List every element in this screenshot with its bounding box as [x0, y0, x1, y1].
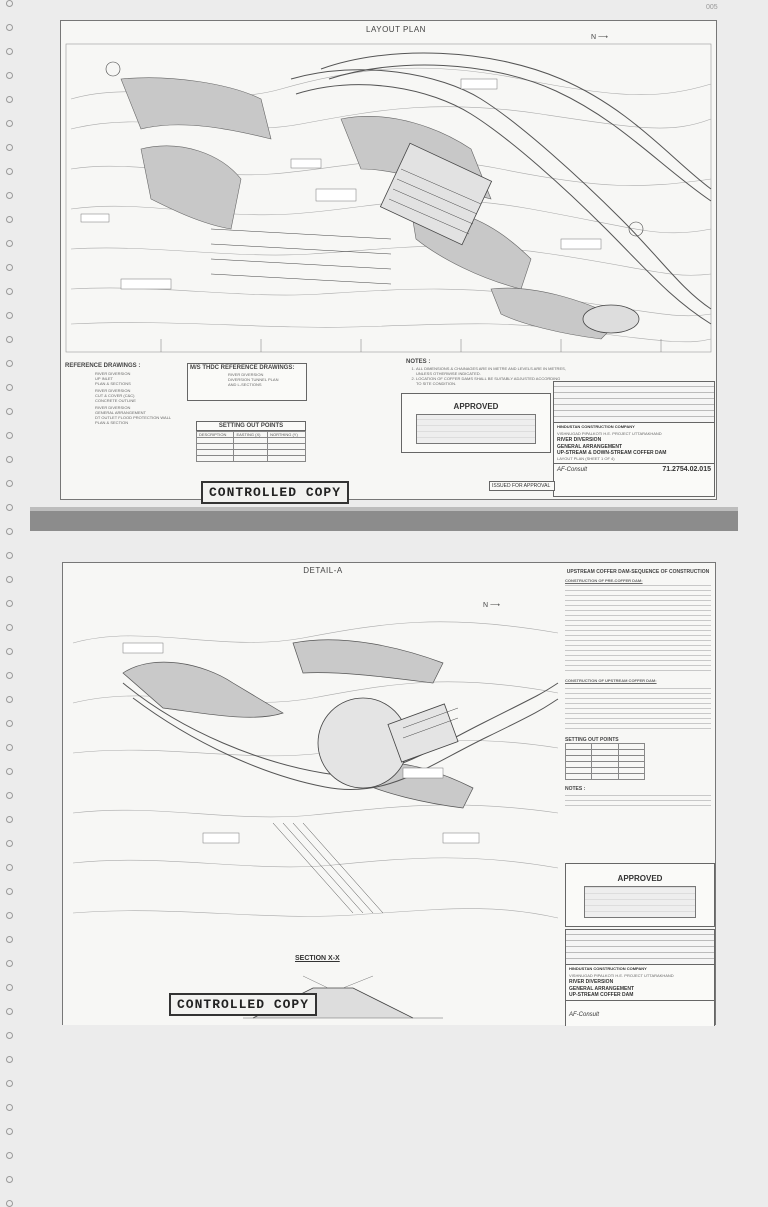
title-block-1: HINDUSTAN CONSTRUCTION COMPANY VISHNUGAD…	[553, 381, 715, 497]
layout-plan-drawing	[65, 43, 712, 353]
upstream-steps	[565, 685, 711, 733]
drawing-sheet-1: LAYOUT PLAN N ⟶	[60, 20, 717, 504]
consultant-1: AF-Consult	[557, 466, 588, 473]
setting-out-table-2	[564, 743, 646, 780]
sequence-of-construction: UPSTREAM COFFER DAM-SEQUENCE OF CONSTRUC…	[564, 569, 711, 810]
title-block-2: HINDUSTAN CONSTRUCTION COMPANY VISHNUGAD…	[565, 929, 715, 1026]
issued-label: ISSUED FOR APPROVAL	[489, 481, 555, 491]
thdc-reference-drawings: M/S THDC REFERENCE DRAWINGS: RIVER DIVER…	[187, 363, 307, 401]
revision-table-2	[566, 930, 714, 964]
fold-shadow	[30, 511, 738, 531]
reference-list: RIVER DIVERSION UP INLET PLAN & SECTIONS…	[95, 371, 172, 425]
reference-drawings: REFERENCE DRAWINGS : RIVER DIVERSION UP …	[65, 363, 183, 425]
signature-block-1	[416, 414, 536, 444]
approved-label-1: APPROVED	[453, 402, 499, 411]
notes-2	[565, 794, 711, 810]
fold-highlight	[30, 507, 738, 511]
approved-label-2: APPROVED	[617, 874, 663, 883]
binding-holes	[6, 0, 14, 1207]
north-arrow-2: N ⟶	[483, 602, 501, 609]
consultant-2: AF-Consult	[569, 1012, 600, 1018]
sheet2-title: DETAIL-A	[303, 566, 343, 575]
approval-block-2: APPROVED	[565, 863, 715, 927]
notes-1: NOTES : ALL DIMENSIONS & CHAINAGES ARE I…	[406, 359, 566, 386]
drawing-sheet-2: DETAIL-A N ⟶	[62, 562, 716, 1026]
section-xx-title: SECTION X-X	[295, 955, 340, 962]
controlled-copy-stamp-2: CONTROLLED COPY	[169, 993, 318, 1016]
pre-coffer-steps	[565, 585, 711, 675]
drawing-number-1: 71.2754.02.015	[662, 466, 711, 473]
controlled-copy-stamp-1: CONTROLLED COPY	[201, 481, 350, 504]
approval-block-1: APPROVED	[401, 393, 551, 453]
detail-a-drawing	[72, 621, 559, 919]
sheet1-title: LAYOUT PLAN	[366, 25, 426, 34]
signature-block-2	[584, 886, 696, 918]
north-arrow-1: N ⟶	[591, 34, 609, 41]
page-number: 005	[706, 4, 718, 11]
revision-table-1	[554, 382, 714, 422]
reference-drawings-title: REFERENCE DRAWINGS :	[65, 363, 141, 369]
